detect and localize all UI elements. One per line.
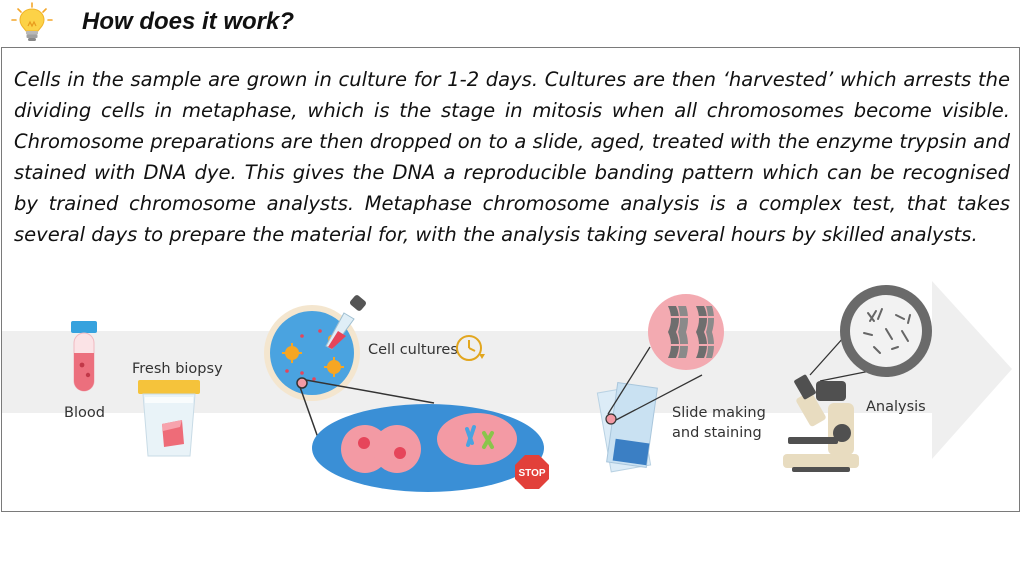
description-paragraph: Cells in the sample are grown in culture… — [14, 68, 1010, 246]
header: How does it work? — [0, 0, 1024, 46]
label-and-staining: and staining — [672, 425, 762, 441]
label-blood: Blood — [64, 405, 105, 421]
microscope-icon — [783, 336, 911, 472]
chromosome-closeup-icon — [648, 294, 724, 370]
stop-sign-label: STOP — [518, 468, 545, 479]
label-cell-cultures: Cell cultures — [368, 342, 458, 358]
label-analysis: Analysis — [866, 399, 926, 415]
stop-sign-icon: STOP — [515, 455, 549, 489]
slides-icon — [596, 382, 658, 473]
biopsy-jar-icon — [138, 380, 200, 457]
label-slide-making: Slide making — [672, 405, 766, 421]
light-bulb-icon — [11, 2, 53, 41]
blood-tube-icon — [71, 321, 97, 392]
label-fresh-biopsy: Fresh biopsy — [132, 361, 223, 377]
process-arrow — [2, 281, 1012, 459]
clock-icon — [456, 335, 485, 361]
content-panel: Cells in the sample are grown in culture… — [1, 47, 1020, 512]
dropper-icon — [325, 295, 366, 350]
microscope-view-icon — [840, 285, 932, 377]
petri-dish-icon — [264, 305, 360, 401]
page-title: How does it work? — [82, 8, 295, 35]
workflow-diagram: Blood Fresh biopsy — [2, 281, 1012, 492]
mitosis-cells-illustration — [312, 404, 544, 492]
